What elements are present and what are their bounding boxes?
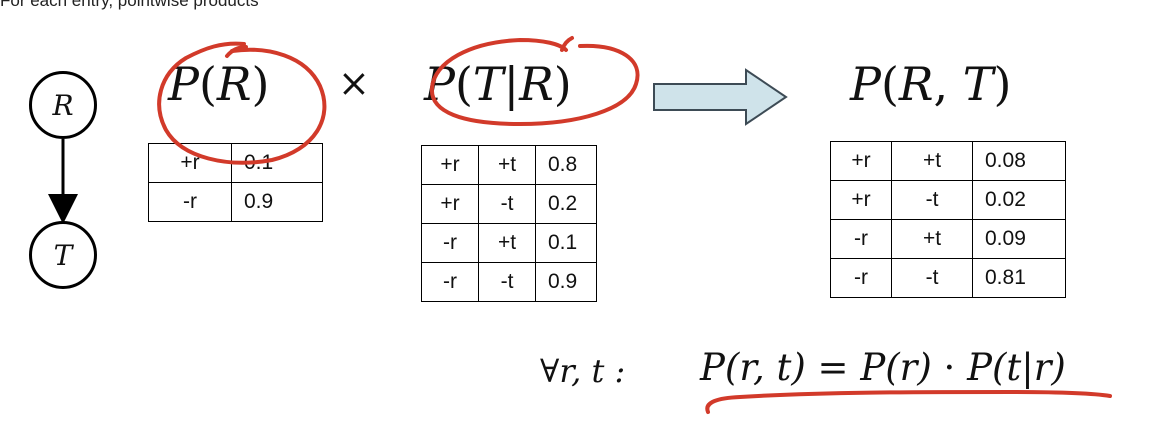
product-formula: P(r, t) = P(r) · P(t|r) <box>700 346 1066 389</box>
forall-label: ∀r, t : <box>540 352 626 390</box>
table-p-t-given-r: +r +t 0.8 +r -t 0.2 -r +t 0.1 -r -t 0.9 <box>421 145 597 302</box>
table-row: -r -t 0.81 <box>830 258 1066 298</box>
table-row: -r +t 0.09 <box>830 219 1066 259</box>
table-row: +r -t 0.02 <box>830 180 1066 220</box>
table-cell: 0.2 <box>535 184 597 224</box>
table-cell: 0.02 <box>972 180 1066 220</box>
header-p-t-given-r: P(T|R) <box>424 57 572 111</box>
formula-lhs: P(r, t) <box>700 346 806 389</box>
table-cell: -t <box>891 258 973 298</box>
table-cell: -r <box>830 258 892 298</box>
header-p-r-t: P(R, T) <box>850 57 1012 111</box>
hand-circle-annotation-icon <box>157 41 327 165</box>
hand-underline-annotation-icon <box>705 389 1112 414</box>
table-cell: 0.9 <box>231 182 323 222</box>
table-row: +r -t 0.2 <box>421 184 597 224</box>
table-cell: 0.08 <box>972 141 1066 181</box>
table-row: -r -t 0.9 <box>421 262 597 302</box>
table-cell: 0.81 <box>972 258 1066 298</box>
table-cell: -t <box>478 262 536 302</box>
right-arrow-icon <box>653 68 788 126</box>
table-cell: +r <box>421 184 479 224</box>
table-cell: 0.9 <box>535 262 597 302</box>
hand-flick-annotation-icon <box>560 36 574 52</box>
table-p-r: +r 0.1 -r 0.9 <box>148 143 323 222</box>
table-row: -r 0.9 <box>148 182 323 222</box>
hand-oval-annotation-icon <box>429 37 640 127</box>
node-t-label: T <box>53 238 73 272</box>
table-cell: +t <box>891 141 973 181</box>
table-cell: -r <box>421 223 479 263</box>
table-cell: -r <box>148 182 232 222</box>
table-cell: +t <box>478 145 536 185</box>
table-p-r-t: +r +t 0.08 +r -t 0.02 -r +t 0.09 -r -t 0… <box>830 141 1066 298</box>
formula-rhs-1: P(r) <box>860 346 932 389</box>
table-cell: -r <box>421 262 479 302</box>
node-r-label: R <box>52 88 74 122</box>
formula-rhs-2: P(t|r) <box>967 346 1066 389</box>
table-cell: -t <box>891 180 973 220</box>
header-text: For each entry, pointwise products <box>0 0 259 10</box>
node-r: R <box>29 71 97 139</box>
times-symbol: × <box>338 61 370 105</box>
table-cell: -r <box>830 219 892 259</box>
formula-equals: = <box>817 346 849 389</box>
formula-dot: · <box>943 346 956 389</box>
header-p-r: P(R) <box>168 57 270 111</box>
hand-tick-annotation-icon <box>225 45 248 58</box>
